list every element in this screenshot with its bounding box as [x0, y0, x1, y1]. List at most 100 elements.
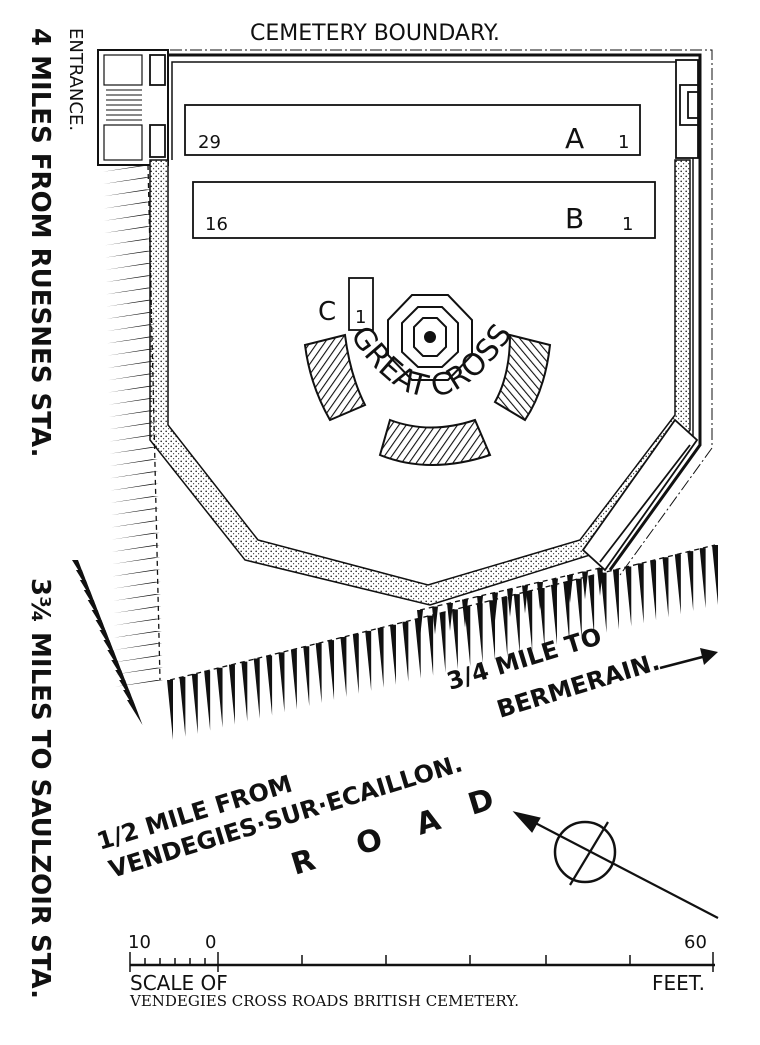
- embankment-tick: [328, 640, 335, 701]
- road-letter-o: O: [352, 822, 387, 863]
- embankment-tick: [107, 348, 156, 356]
- embankment-tick: [167, 680, 173, 740]
- road-embankment-left: [72, 164, 163, 725]
- ruesnes-distance-label: 4 MILES FROM RUESNES STA.: [25, 28, 55, 457]
- embankment-tick: [127, 700, 143, 725]
- embankment-tick: [83, 590, 100, 615]
- embankment-tick: [567, 575, 573, 603]
- embankment-tick: [79, 580, 96, 605]
- row-b-first-number: 16: [205, 214, 228, 235]
- embankment-tick: [315, 643, 322, 704]
- embankment-tick: [107, 373, 156, 381]
- embankment-tick: [104, 214, 153, 221]
- embankment-tick: [111, 545, 160, 552]
- embankment-tick: [597, 568, 603, 596]
- embankment-tick: [204, 670, 211, 731]
- embankment-tick: [112, 557, 161, 565]
- embankment-tick: [402, 621, 409, 682]
- embankment-tick: [109, 447, 158, 454]
- embankment-tick: [522, 585, 528, 614]
- scale-tick-0: 0: [205, 932, 216, 953]
- embankment-tick: [109, 459, 158, 467]
- row-a-letter: A: [565, 122, 584, 155]
- embankment-tick: [114, 643, 163, 650]
- embankment-tick: [389, 624, 396, 685]
- road-letter-d: D: [464, 782, 498, 823]
- embankment-tick: [552, 578, 558, 607]
- embankment-tick: [113, 594, 161, 601]
- embankment-tick: [107, 361, 156, 368]
- embankment-tick: [687, 551, 694, 612]
- embankment-tick: [365, 630, 372, 691]
- embankment-tick: [537, 582, 543, 610]
- embankment-tick: [712, 545, 718, 605]
- embankment-tick: [104, 226, 153, 234]
- saulzoir-distance-label: 3¾ MILES TO SAULZOIR STA.: [25, 578, 55, 999]
- bermerain-direction: 3/4 MILE TO BERMERAIN.: [444, 622, 718, 724]
- embankment-tick: [492, 592, 498, 621]
- embankment-tick: [526, 591, 533, 652]
- embankment-tick: [111, 532, 160, 540]
- embankment-tick: [111, 508, 159, 516]
- embankment-tick: [377, 627, 384, 688]
- great-cross-octagon: [387, 294, 473, 381]
- embankment-tick: [507, 589, 513, 617]
- embankment-tick: [674, 554, 681, 615]
- embankment-tick: [352, 633, 359, 694]
- embankment-tick: [112, 569, 161, 577]
- road-embankment-upper: [417, 567, 603, 638]
- embankment-tick: [106, 299, 155, 307]
- embankment-tick: [103, 201, 152, 209]
- embankment-tick: [253, 658, 260, 719]
- embankment-tick: [103, 165, 151, 172]
- embankment-tick: [103, 189, 152, 197]
- embankment-tick: [563, 581, 570, 642]
- scale-label-left: SCALE OF: [130, 971, 228, 995]
- embankment-tick: [123, 690, 139, 715]
- embankment-tick: [241, 661, 248, 722]
- embankment-tick: [112, 581, 161, 589]
- embankment-tick: [99, 630, 115, 655]
- row-a-last-number: 1: [618, 132, 629, 153]
- embankment-tick: [451, 609, 458, 670]
- entrance-gate: [97, 49, 169, 166]
- embankment-tick: [464, 606, 471, 667]
- embankment-tick: [489, 600, 496, 661]
- embankment-tick: [432, 606, 438, 635]
- embankment-tick: [109, 434, 158, 442]
- road-embankment-bottom: [167, 544, 718, 740]
- embankment-tick: [340, 637, 347, 698]
- embankment-tick: [216, 667, 223, 728]
- embankment-tick: [110, 471, 159, 479]
- embankment-tick: [108, 385, 157, 393]
- row-c: C 1: [318, 277, 374, 331]
- hedge-border: [149, 159, 691, 606]
- embankment-tick: [501, 597, 508, 658]
- road-letter-a: A: [412, 802, 445, 842]
- embankment-tick: [103, 640, 119, 665]
- road-letter-r: R: [287, 842, 319, 882]
- embankment-tick: [191, 673, 198, 734]
- north-arrow-icon: [512, 811, 719, 919]
- embankment-tick: [114, 667, 163, 675]
- cemetery-boundary-label: CEMETERY BOUNDARY.: [250, 21, 500, 46]
- embankment-tick: [106, 324, 155, 332]
- row-c-last-number: 1: [355, 307, 366, 328]
- entrance-label: ENTRANCE.: [65, 28, 86, 131]
- embankment-tick: [439, 612, 446, 673]
- scale-label-right: FEET.: [652, 971, 705, 995]
- embankment-tick: [109, 422, 157, 430]
- embankment-tick: [637, 563, 644, 624]
- embankment-tick: [427, 615, 434, 676]
- embankment-tick: [625, 566, 632, 627]
- embankment-tick: [108, 410, 157, 417]
- embankment-tick: [476, 603, 483, 664]
- embankment-tick: [105, 263, 154, 270]
- bermerain-arrow-icon: [659, 653, 711, 670]
- embankment-tick: [588, 575, 595, 636]
- scale-tick-10: 10: [128, 932, 151, 953]
- embankment-tick: [103, 177, 152, 185]
- embankment-tick: [119, 680, 135, 705]
- embankment-edge: [419, 567, 601, 611]
